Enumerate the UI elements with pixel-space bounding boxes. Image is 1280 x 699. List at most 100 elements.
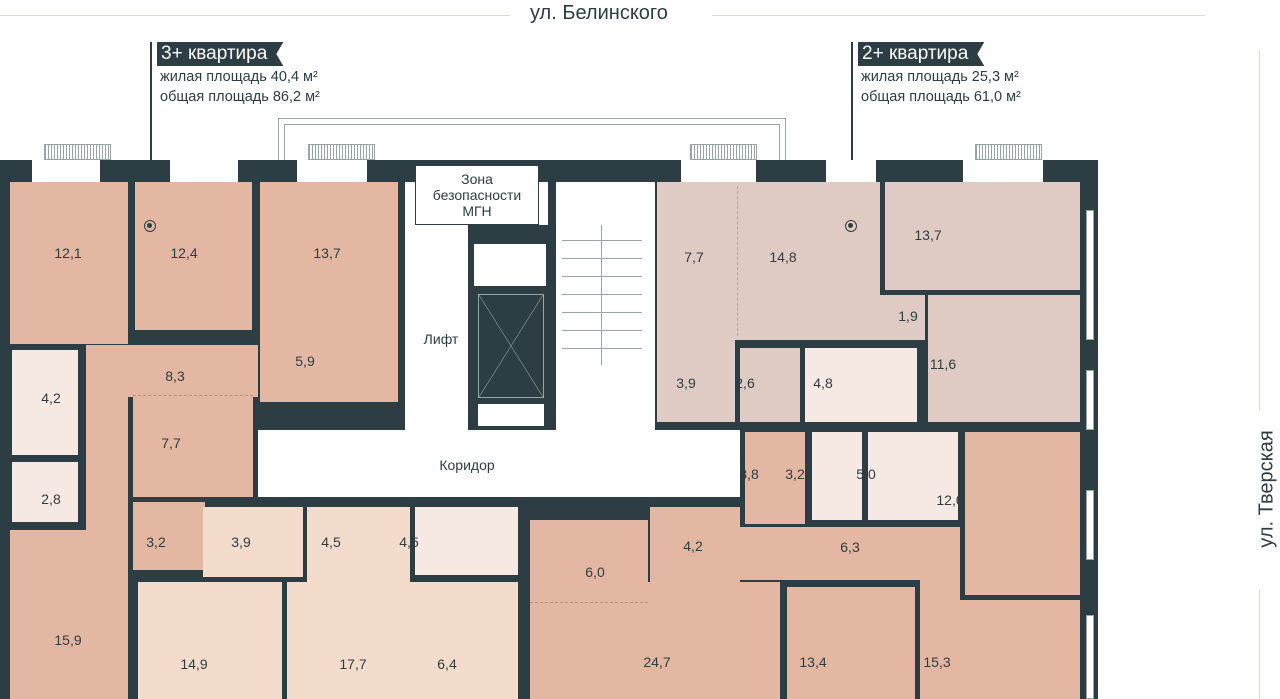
stair-step (562, 312, 642, 313)
window (32, 160, 100, 182)
room-hall[interactable] (307, 507, 410, 592)
room-hall[interactable] (740, 527, 960, 580)
room[interactable] (10, 182, 128, 344)
room[interactable] (10, 530, 128, 699)
apartment-tag-3plus[interactable]: 3+ квартира (157, 42, 283, 66)
room[interactable] (530, 582, 780, 699)
total-area: общая площадь 61,0 м² (861, 89, 1021, 105)
zone-divider (133, 395, 253, 396)
room-area: 12,4 (170, 245, 198, 261)
room[interactable] (928, 295, 1080, 422)
room[interactable] (920, 600, 1080, 699)
radiator (308, 144, 375, 160)
street-line (1259, 50, 1260, 410)
radiator (690, 144, 757, 160)
shaft (474, 244, 546, 286)
stair-step (562, 258, 642, 259)
room[interactable] (260, 182, 398, 402)
corridor (258, 430, 740, 497)
room-bath[interactable] (868, 432, 958, 520)
room[interactable] (135, 182, 252, 330)
room-bath[interactable] (805, 348, 917, 422)
room[interactable] (965, 432, 1080, 595)
radiator (44, 144, 111, 160)
lift-label: Лифт (423, 331, 459, 347)
street-line (0, 15, 510, 16)
room-area: 2,6 (735, 375, 755, 391)
room-area: 3,9 (676, 375, 696, 391)
room-bath[interactable] (415, 507, 518, 575)
lift-cabin[interactable] (478, 294, 544, 398)
stair-step (562, 294, 642, 295)
room-area: 5,0 (856, 466, 876, 482)
window (170, 160, 238, 182)
radiator (975, 144, 1042, 160)
apartment-info-2plus: жилая площадь 25,3 м² общая площадь 61,0… (861, 67, 1021, 107)
apartment-tag-2plus[interactable]: 2+ квартира (858, 42, 984, 66)
living-area: жилая площадь 40,4 м² (160, 69, 318, 85)
room-area: 7,7 (161, 435, 181, 451)
room-area: 13,7 (914, 227, 942, 243)
wall (735, 348, 740, 422)
street-line (1259, 590, 1260, 699)
stair-step (562, 348, 642, 349)
room-area: 3,2 (146, 534, 166, 550)
room-bath[interactable] (12, 350, 78, 455)
room-area: 12,0 (936, 492, 964, 508)
room-area: 4,2 (683, 538, 703, 554)
room-hall[interactable] (650, 507, 740, 582)
wall (800, 348, 805, 422)
stair-wall (548, 182, 556, 430)
room-area: 11,6 (929, 356, 957, 372)
room-area: 4,8 (813, 375, 833, 391)
window (963, 160, 1043, 182)
room[interactable] (287, 582, 518, 699)
stair-step (562, 240, 642, 241)
room[interactable] (787, 587, 915, 699)
room-area: 6,0 (585, 564, 605, 580)
room[interactable] (133, 395, 253, 497)
room-area: 3,2 (785, 466, 805, 482)
apartment-info-3plus: жилая площадь 40,4 м² общая площадь 86,2… (160, 67, 320, 107)
window (1086, 370, 1094, 430)
room-area: 24,7 (643, 654, 671, 670)
room[interactable] (740, 350, 800, 422)
total-area: общая площадь 86,2 м² (160, 89, 320, 105)
room[interactable] (138, 582, 282, 699)
room-bath[interactable] (12, 462, 78, 522)
room-hall[interactable] (880, 295, 925, 345)
apartment-pin (150, 42, 152, 224)
room[interactable] (203, 507, 303, 577)
apartment-marker-icon (144, 220, 156, 232)
room-area: 12,1 (54, 245, 82, 261)
window (297, 160, 367, 182)
room-area: 14,8 (769, 249, 797, 265)
zone-divider (737, 186, 738, 336)
stair-step (562, 330, 642, 331)
room-area: 4,5 (399, 534, 419, 550)
room-area: 15,9 (54, 632, 82, 648)
shaft (478, 404, 544, 426)
balcony-outline (284, 124, 780, 162)
window (1086, 210, 1094, 340)
room[interactable] (885, 182, 1080, 290)
window (681, 160, 756, 182)
living-area: жилая площадь 25,3 м² (861, 69, 1019, 85)
window (1086, 615, 1094, 699)
room[interactable] (745, 432, 805, 524)
corridor-label: Коридор (439, 457, 495, 473)
room-bath[interactable] (812, 432, 862, 520)
room-area: 14,9 (180, 656, 208, 672)
room-area: 3,8 (739, 466, 759, 482)
room-area: 15,3 (923, 654, 951, 670)
room-area: 3,9 (231, 534, 251, 550)
room-area: 17,7 (339, 656, 367, 672)
apartment-marker-icon (845, 220, 857, 232)
room-area: 8,3 (165, 368, 185, 384)
room[interactable] (133, 502, 205, 570)
safety-zone (415, 165, 539, 225)
stair-divider (601, 225, 602, 365)
room-area: 6,3 (840, 539, 860, 555)
room-hall[interactable] (920, 580, 960, 600)
room-area: 2,8 (41, 491, 61, 507)
